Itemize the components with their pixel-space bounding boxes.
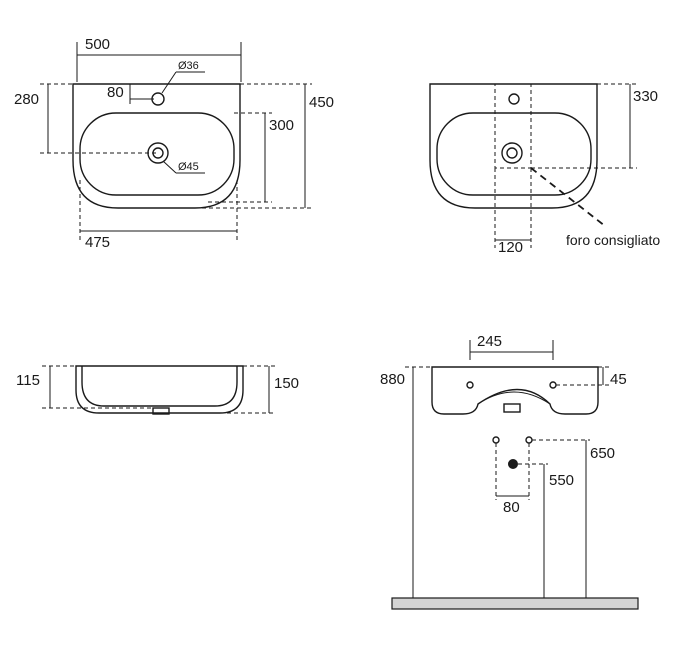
tap-hole-leader bbox=[161, 71, 177, 94]
recommended-hole-leader bbox=[530, 167, 606, 227]
bowl-rim-front bbox=[477, 391, 551, 405]
wall-bolt-left bbox=[492, 436, 500, 444]
recommended-hole-area bbox=[494, 83, 532, 169]
tap-hole-rear bbox=[508, 93, 520, 105]
rear-view: 330 120 foro consigliato bbox=[429, 83, 660, 256]
dim-550-label: 550 bbox=[549, 472, 574, 489]
fixing-hole-right bbox=[549, 381, 557, 389]
dim-80-label: 80 bbox=[107, 84, 124, 101]
wall-drain bbox=[508, 459, 518, 469]
dim-475-label: 475 bbox=[85, 234, 110, 251]
dim-330-label: 330 bbox=[633, 88, 658, 105]
dim-tap-diameter-label: Ø36 bbox=[178, 60, 199, 72]
dim-120-label: 120 bbox=[498, 239, 523, 256]
basin-outline-front bbox=[431, 366, 599, 415]
dim-80b-label: 80 bbox=[503, 499, 520, 516]
wall-bolt-right bbox=[525, 436, 533, 444]
dim-450-label: 450 bbox=[309, 94, 334, 111]
dim-880-label: 880 bbox=[380, 371, 405, 388]
basin-outline-rear bbox=[429, 83, 598, 209]
drain-outer bbox=[147, 142, 169, 164]
dim-150-label: 150 bbox=[274, 375, 299, 392]
installation-view: 245 45 880 650 550 80 bbox=[380, 333, 639, 610]
basin-outline-top bbox=[72, 83, 241, 209]
dim-500-label: 500 bbox=[85, 36, 110, 53]
floor-slab bbox=[391, 597, 639, 610]
bowl-inner-rear bbox=[436, 112, 592, 196]
top-view: 500 80 Ø36 280 300 450 Ø45 475 bbox=[14, 36, 334, 251]
dim-280-label: 280 bbox=[14, 91, 39, 108]
drain-leader bbox=[162, 160, 177, 174]
dim-650-label: 650 bbox=[590, 445, 615, 462]
drain-stub-side bbox=[152, 407, 170, 415]
fixing-hole-left bbox=[466, 381, 474, 389]
dim-245-label: 245 bbox=[477, 333, 502, 350]
side-view: 115 150 bbox=[16, 365, 299, 415]
drain-outer-rear bbox=[501, 142, 523, 164]
recommended-hole-note: foro consigliato bbox=[566, 232, 660, 248]
drain-inner-rear bbox=[506, 147, 518, 159]
bowl-inner-top bbox=[79, 112, 235, 196]
dim-drain-diameter-label: Ø45 bbox=[178, 161, 199, 173]
basin-inner-side bbox=[81, 366, 238, 407]
dim-45-label: 45 bbox=[610, 371, 627, 388]
dim-300-label: 300 bbox=[269, 117, 294, 134]
drain-stub-front bbox=[503, 403, 521, 413]
dim-115-label: 115 bbox=[16, 372, 40, 389]
